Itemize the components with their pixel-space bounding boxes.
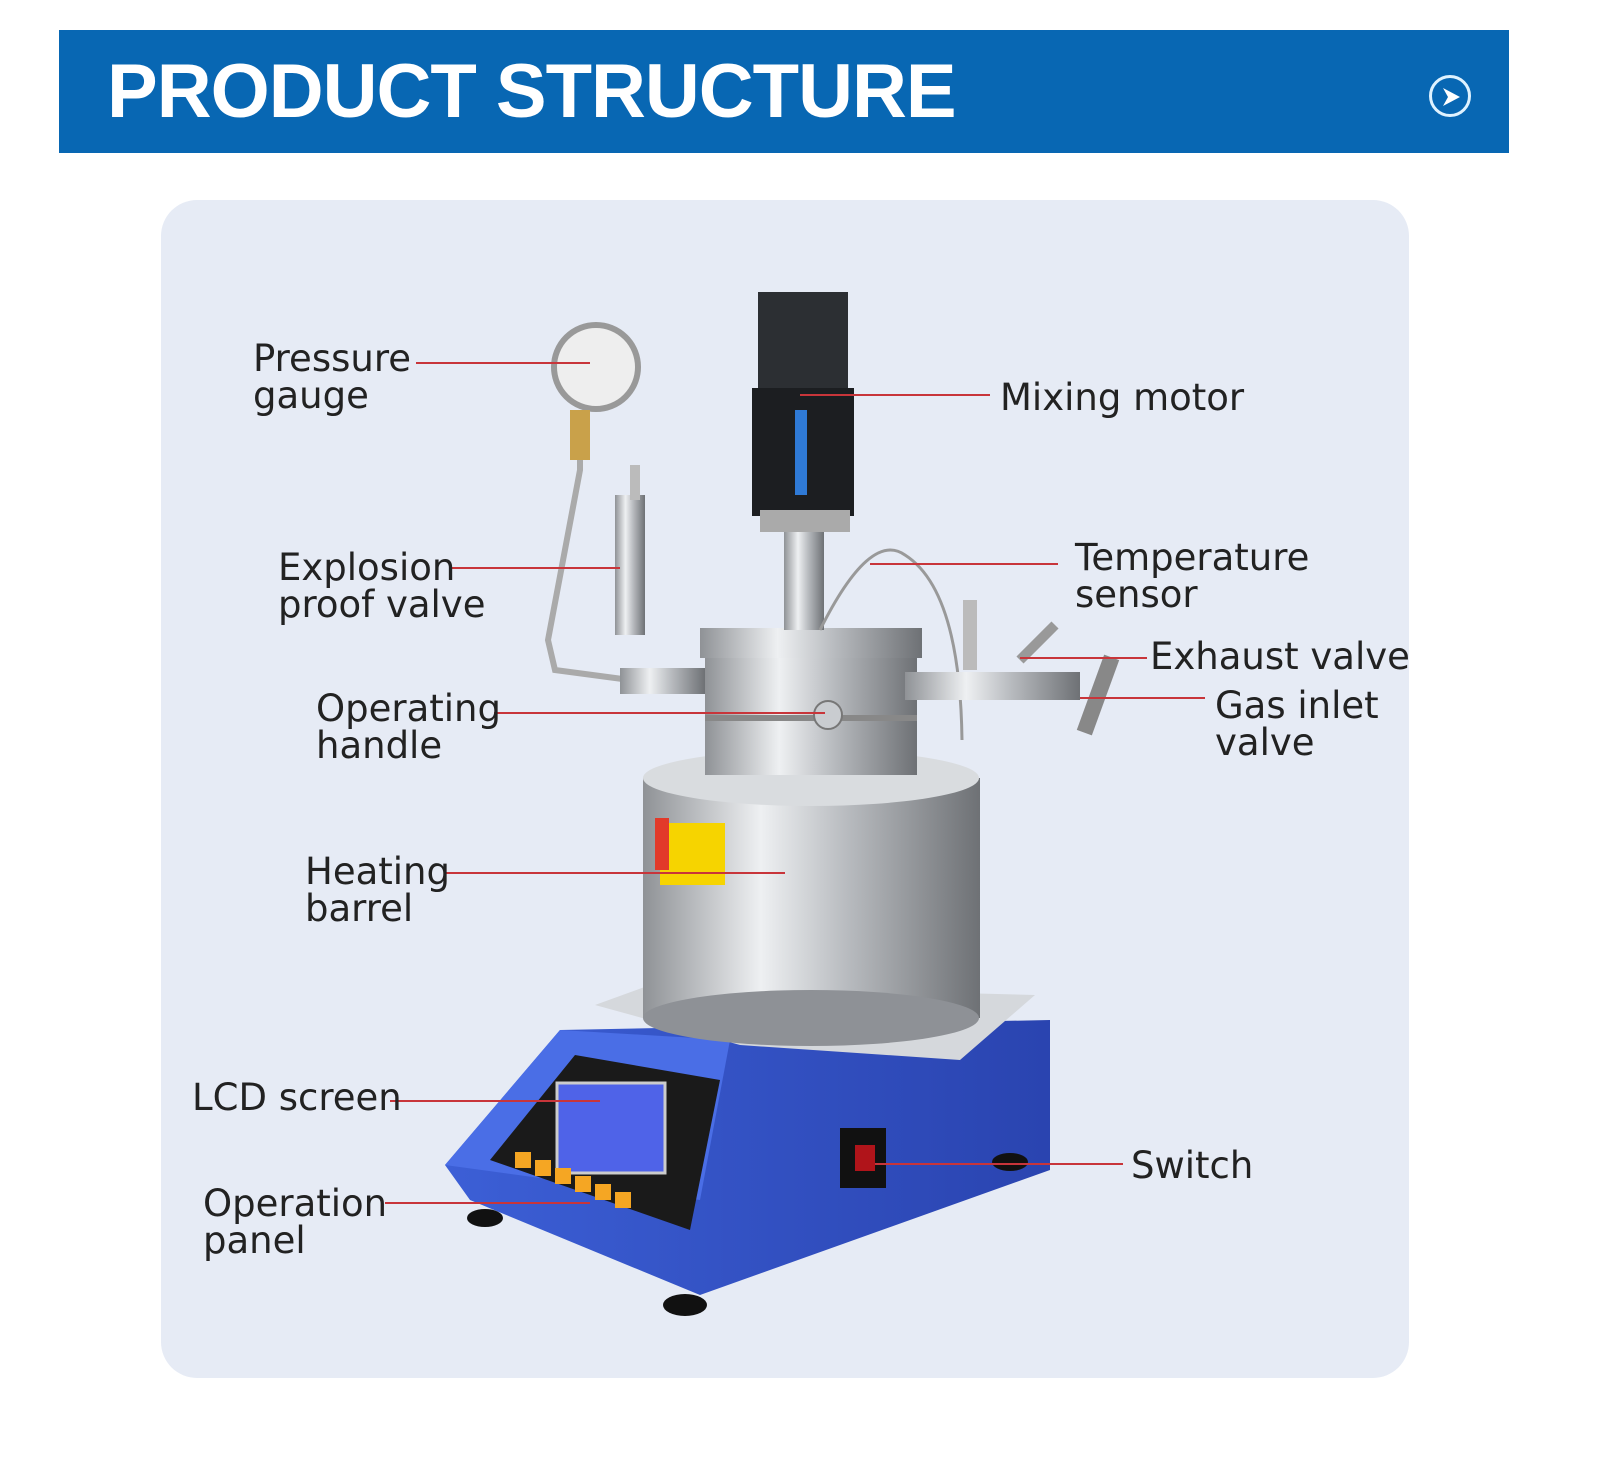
label-lcd-screen: LCD screen: [192, 1076, 402, 1119]
gas-inlet-valve-leader: [1080, 697, 1205, 699]
lcd-screen: [555, 1081, 667, 1175]
mixing-motor-leader: [800, 394, 990, 396]
operation-panel-leader: [385, 1202, 590, 1204]
label-operation-panel: Operation panel: [203, 1182, 388, 1262]
pressure-gauge-assembly: [544, 322, 1120, 741]
label-exhaust-valve: Exhaust valve: [1150, 635, 1410, 678]
heating-barrel-leader: [446, 872, 785, 874]
switch-leader: [875, 1163, 1123, 1165]
label-mixing-motor: Mixing motor: [1000, 376, 1245, 419]
label-gas-inlet-valve: Gas inlet valve: [1215, 684, 1379, 764]
mixing-motor: [752, 292, 854, 630]
exhaust-valve-leader: [1020, 657, 1147, 659]
label-operating-handle: Operating handle: [316, 687, 501, 767]
chevron-right-circle-icon[interactable]: [1429, 75, 1471, 117]
label-heating-barrel: Heating barrel: [305, 850, 450, 930]
label-pressure-gauge: Pressure gauge: [253, 337, 411, 417]
label-explosion-proof-valve: Explosion proof valve: [278, 546, 486, 626]
operating-handle-leader: [494, 712, 825, 714]
page-title: PRODUCT STRUCTURE: [107, 49, 957, 134]
label-switch: Switch: [1131, 1144, 1254, 1187]
label-temperature-sensor: Temperature sensor: [1075, 536, 1310, 616]
temperature-sensor-leader: [870, 563, 1058, 565]
base-unit: [445, 985, 1050, 1316]
operation-buttons: [515, 1152, 631, 1208]
pressure-gauge-leader: [416, 362, 590, 364]
heating-barrel: [643, 750, 980, 1046]
section-header: PRODUCT STRUCTURE: [59, 30, 1509, 153]
explosion-proof-valve-leader: [452, 567, 620, 569]
vessel: [700, 628, 922, 775]
lcd-screen-leader: [390, 1100, 600, 1102]
